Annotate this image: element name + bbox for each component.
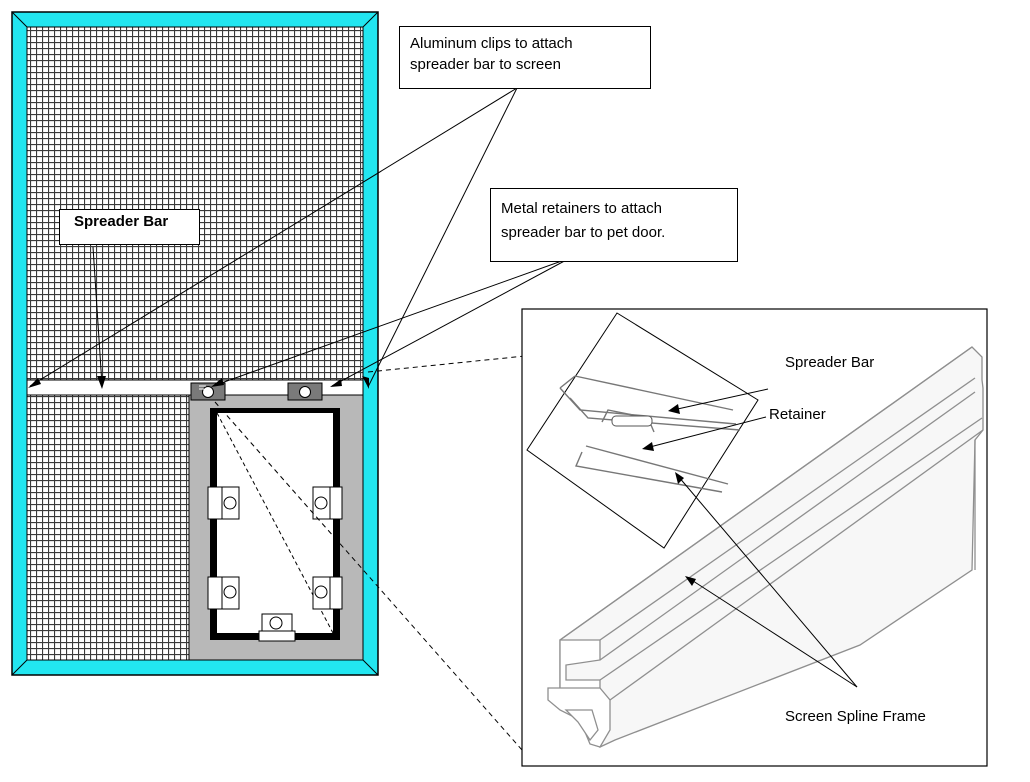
metal-retainers-line-2: spreader bar to pet door. — [501, 224, 666, 241]
retainer-icon — [207, 486, 240, 520]
upper-screen-mesh — [26, 26, 364, 381]
clip-icon — [190, 382, 226, 401]
aluminum-clips-line-1: Aluminum clips to attach — [410, 35, 573, 52]
retainer-closeup — [526, 312, 759, 549]
zoom-lines — [214, 308, 988, 751]
detail-retainer-label: Retainer — [769, 406, 826, 423]
lower-screen-mesh — [26, 394, 190, 661]
metal-retainers-callout: Metal retainers to attach spreader bar t… — [490, 188, 738, 262]
detail-spreader-bar-label: Spreader Bar — [785, 354, 875, 371]
arrowheads — [28, 376, 369, 389]
spreader-bar-callout: Spreader Bar — [59, 209, 200, 245]
retainer-icon — [207, 576, 240, 610]
metal-retainers-line-1: Metal retainers to attach — [501, 200, 662, 217]
detail-screen-spline-frame-label: Screen Spline Frame — [785, 708, 926, 725]
retainer-icon — [258, 613, 296, 642]
retainer-icon — [312, 576, 343, 610]
leader-lines — [29, 87, 571, 388]
clip-icon — [287, 382, 323, 401]
spreader-bar-callout-text: Spreader Bar — [74, 213, 169, 230]
retainer-icon — [312, 486, 343, 520]
aluminum-clips-callout: Aluminum clips to attach spreader bar to… — [399, 26, 651, 89]
spline-frame-drawing — [547, 346, 984, 748]
detail-arrowheads — [642, 404, 696, 586]
detail-leader-lines — [645, 388, 858, 688]
aluminum-clips-line-2: spreader bar to screen — [410, 56, 561, 73]
